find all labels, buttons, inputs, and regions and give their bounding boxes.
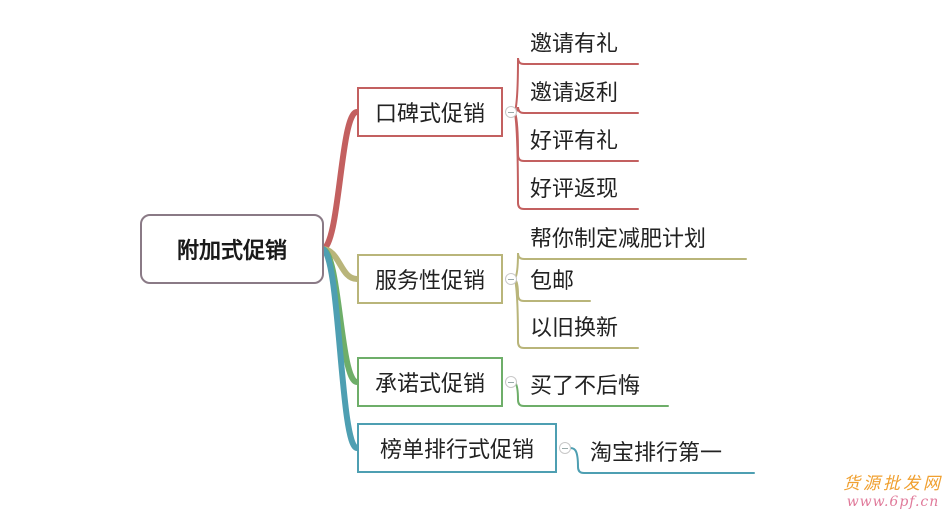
leaf-node[interactable]: 淘宝排行第一 [590,441,723,466]
collapse-toggle-icon[interactable] [505,273,517,285]
collapse-toggle-icon[interactable] [505,376,517,388]
watermark: 货源批发网 www.6pf.cn [843,474,943,511]
branch-connector [319,109,360,252]
branch-label: 服务性促销 [374,269,485,294]
branch-label: 榜单排行式促销 [379,438,534,463]
watermark-name: 货源批发网 [843,473,943,494]
leaf-connector [568,447,755,474]
leaf-node[interactable]: 好评返现 [530,177,619,202]
leaf-node[interactable]: 以旧换新 [530,316,619,341]
branch-node-promise[interactable]: 承诺式促销 [357,357,503,407]
collapse-toggle-icon[interactable] [559,442,571,454]
branch-label: 口碑式促销 [374,102,485,127]
branch-label: 承诺式促销 [374,372,485,397]
leaf-node[interactable]: 包邮 [530,269,575,294]
leaf-node[interactable]: 邀请返利 [530,81,619,106]
leaf-node[interactable]: 邀请有礼 [530,32,619,57]
leaf-node[interactable]: 帮你制定减肥计划 [530,227,707,252]
leaf-node[interactable]: 买了不后悔 [530,374,641,399]
branch-connector [319,246,360,451]
leaf-node[interactable]: 好评有礼 [530,129,619,154]
collapse-toggle-icon[interactable] [505,106,517,118]
watermark-url: www.6pf.cn [846,494,940,511]
root-label: 附加式促销 [176,239,287,264]
leaf-connector [513,106,639,114]
root-node[interactable]: 附加式促销 [140,214,324,284]
branch-node-service[interactable]: 服务性促销 [357,254,503,304]
branch-node-word-of-mouth[interactable]: 口碑式促销 [357,87,503,137]
branch-node-ranking[interactable]: 榜单排行式促销 [357,423,557,473]
